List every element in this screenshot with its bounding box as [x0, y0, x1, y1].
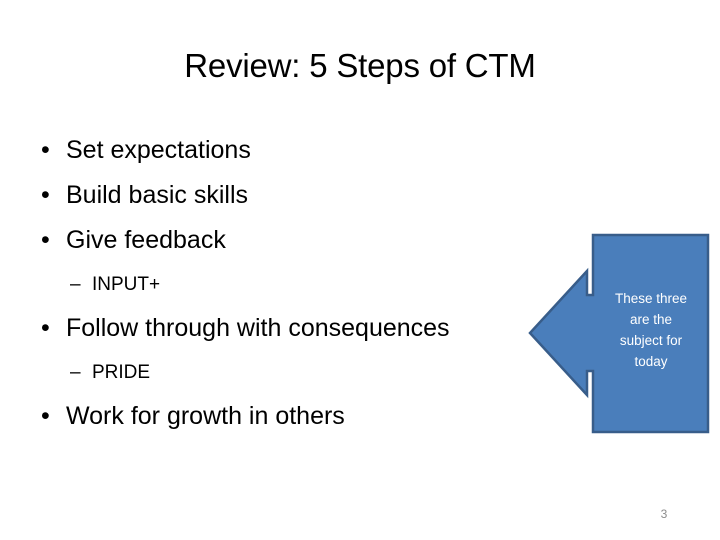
list-item-label: Build basic skills	[66, 181, 249, 209]
list-item: • Build basic skills	[0, 173, 560, 218]
callout-line: These three	[614, 291, 688, 306]
list-item-label: Set expectations	[66, 136, 251, 164]
dash-marker-icon: –	[70, 362, 81, 383]
sub-list-item-label: INPUT+	[92, 274, 161, 295]
list-item-label: Give feedback	[66, 226, 226, 254]
page-number: 3	[660, 507, 668, 521]
callout-arrow-shape: These three are the subject for today	[527, 232, 711, 435]
callout-line: are the	[629, 312, 673, 327]
callout-line: subject for	[619, 333, 683, 348]
list-item-label: Work for growth in others	[66, 402, 345, 430]
page-title: Review: 5 Steps of CTM	[184, 47, 536, 84]
list-item: • Set expectations	[0, 128, 560, 173]
bullet-marker-icon: •	[41, 226, 50, 254]
bullet-list: • Set expectations • Build basic skills …	[0, 128, 560, 439]
callout-text: These three are the subject for today	[595, 288, 707, 372]
list-item: • Give feedback	[0, 218, 560, 263]
left-arrow-icon	[528, 233, 710, 434]
dash-marker-icon: –	[70, 274, 81, 295]
callout-line: today	[634, 354, 668, 369]
bullet-marker-icon: •	[41, 402, 50, 430]
bullet-marker-icon: •	[41, 181, 50, 209]
list-item: • Work for growth in others	[0, 394, 560, 439]
sub-list-item: – PRIDE	[0, 351, 560, 394]
bullet-marker-icon: •	[41, 136, 50, 164]
bullet-marker-icon: •	[41, 314, 50, 342]
sub-list-item: – INPUT+	[0, 263, 560, 306]
list-item-label: Follow through with consequences	[66, 314, 450, 342]
sub-list-item-label: PRIDE	[92, 362, 151, 383]
list-item: • Follow through with consequences	[0, 306, 560, 351]
